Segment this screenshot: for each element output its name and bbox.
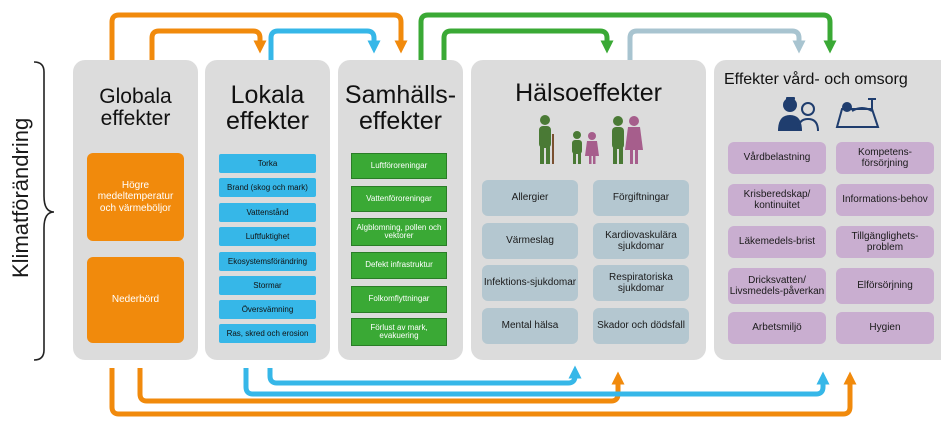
arrow-samhalls-to-halso: [441, 28, 614, 60]
panel-title: Lokala effekter: [226, 81, 309, 136]
arrow-lokala-to-samhalls: [268, 28, 381, 60]
box-algblomning: Algblomning, pollen och vektorer: [351, 218, 447, 246]
box-elforsorjning: Elförsörjning: [836, 268, 934, 304]
box-informationsbehov: Informations-behov: [836, 184, 934, 216]
box-infektionssjukdomar: Infektions-sjukdomar: [482, 265, 578, 301]
box-lakemedelsbrist: Läkemedels-brist: [728, 226, 826, 258]
box-vardbelastning: Vårdbelastning: [728, 142, 826, 174]
arrow-samhalls-to-vard: [418, 12, 837, 60]
curly-brace: [33, 61, 55, 361]
box-mental-halsa: Mental hälsa: [482, 308, 578, 344]
box-defekt-infrastruktur: Defekt infrastruktur: [351, 252, 447, 279]
box-allergier: Allergier: [482, 180, 578, 216]
box-brand: Brand (skog och mark): [219, 178, 316, 197]
arrow-globala-bottom-to-vard: [109, 368, 857, 417]
doctor-patient-icon: [778, 97, 819, 132]
box-arbetsmiljo: Arbetsmiljö: [728, 312, 826, 344]
box-oversvamning: Översvämning: [219, 300, 316, 319]
hospital-bed-icon: [835, 98, 880, 128]
family-icon: [539, 115, 643, 164]
box-forlust-av-mark: Förlust av mark, evakuering: [351, 318, 447, 346]
box-stormar: Stormar: [219, 276, 316, 295]
arrow-lokala-bottom-to-halso: [267, 365, 582, 386]
box-varmeslag: Värmeslag: [482, 223, 578, 259]
box-ras-skred-erosion: Ras, skred och erosion: [219, 324, 316, 343]
box-luftfuktighet: Luftfuktighet: [219, 227, 316, 246]
arrow-globala-bottom-to-halso: [137, 368, 625, 404]
arrow-globala-to-samhalls: [109, 12, 408, 60]
box-hygien: Hygien: [836, 312, 934, 344]
box-vattenfororeningar: Vattenföroreningar: [351, 186, 447, 212]
box-krisberedskap: Krisberedskap/ kontinuitet: [728, 184, 826, 216]
arrow-halso-to-vard: [627, 28, 806, 60]
box-vattenstand: Vattenstånd: [219, 203, 316, 222]
panel-title: Samhälls- effekter: [344, 81, 457, 136]
arrow-globala-to-lokala: [149, 28, 267, 60]
box-respiratoriska-sjukdomar: Respiratoriska sjukdomar: [593, 265, 689, 301]
box-folkomflyttningar: Folkomflyttningar: [351, 286, 447, 313]
box-kardiovaskulara-sjukdomar: Kardiovaskulära sjukdomar: [593, 223, 689, 259]
panel-title: Globala effekter: [99, 85, 172, 131]
box-dricksvatten-livsmedel: Dricksvatten/ Livsmedels-påverkan: [728, 268, 826, 304]
panel-title: Hälsoeffekter: [515, 79, 662, 107]
panel-title: Effekter vård- och omsorg: [724, 71, 908, 88]
box-luftfororeningar: Luftföroreningar: [351, 153, 447, 179]
box-torka: Torka: [219, 154, 316, 173]
box-kompetensforsorjning: Kompetens-försörjning: [836, 142, 934, 174]
box-nederbord: Nederbörd: [87, 257, 184, 343]
box-skador-och-dodsfall: Skador och dödsfall: [593, 308, 689, 344]
arrow-lokala-bottom-to-vard: [243, 368, 830, 397]
box-hogre-medeltemperatur: Högre medeltemperatur och värmeböljor: [87, 153, 184, 241]
box-forgiftningar: Förgiftningar: [593, 180, 689, 216]
box-tillganglighetsproblem: Tillgänglighets-problem: [836, 226, 934, 258]
box-ekosystemsforandring: Ekosystemsförändring: [219, 252, 316, 271]
